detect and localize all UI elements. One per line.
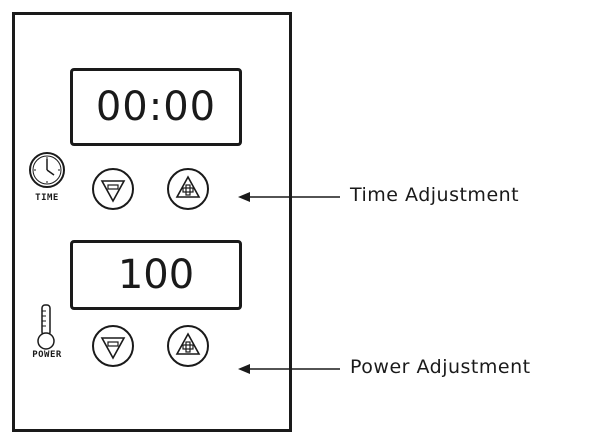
minus-triangle-icon xyxy=(100,180,126,203)
time-increase-button[interactable] xyxy=(167,168,209,210)
time-icon-label: TIME xyxy=(35,193,59,203)
minus-triangle-icon xyxy=(100,337,126,360)
power-arrow xyxy=(238,364,340,374)
time-display-value: 00:00 xyxy=(95,84,217,130)
control-panel: 00:00 TIME 100 xyxy=(12,12,292,432)
power-display-value: 100 xyxy=(117,252,195,298)
plus-triangle-icon xyxy=(175,175,201,198)
power-decrease-button[interactable] xyxy=(92,325,134,367)
plus-triangle-icon xyxy=(175,332,201,355)
power-display: 100 xyxy=(70,240,242,310)
time-decrease-button[interactable] xyxy=(92,168,134,210)
time-arrow xyxy=(238,192,340,202)
clock-icon xyxy=(27,150,67,190)
power-increase-button[interactable] xyxy=(167,325,209,367)
time-display: 00:00 xyxy=(70,68,242,146)
time-adjustment-label: Time Adjustment xyxy=(350,184,520,206)
power-adjustment-label: Power Adjustment xyxy=(350,356,531,378)
thermometer-icon xyxy=(33,303,59,351)
power-icon-label: POWER xyxy=(32,350,62,360)
